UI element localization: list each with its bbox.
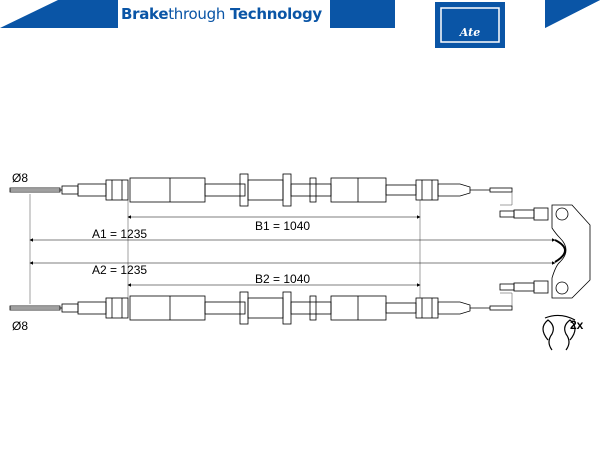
extension-lines (29, 192, 513, 306)
diameter-label-bottom: Ø8 (12, 319, 28, 333)
ate-logo-frame (440, 7, 500, 43)
cable-top (9, 173, 513, 207)
dim-label-b2: B2 = 1040 (255, 272, 310, 286)
header-mid-band (330, 0, 395, 28)
ate-logo (435, 2, 505, 48)
retaining-clip-icon (542, 314, 576, 351)
header-left-band (0, 0, 118, 28)
cable-bottom (9, 291, 513, 325)
clip-quantity: 2x (570, 318, 584, 332)
dim-label-a1: A1 = 1235 (92, 227, 147, 241)
mounting-bracket (499, 204, 591, 299)
dim-label-a2: A2 = 1235 (92, 263, 147, 277)
brand-tagline: Brakethrough Technology (121, 5, 322, 23)
dim-label-b1: B1 = 1040 (255, 219, 310, 233)
ate-logo-text: Ate (459, 26, 480, 39)
diameter-label-top: Ø8 (12, 171, 28, 185)
